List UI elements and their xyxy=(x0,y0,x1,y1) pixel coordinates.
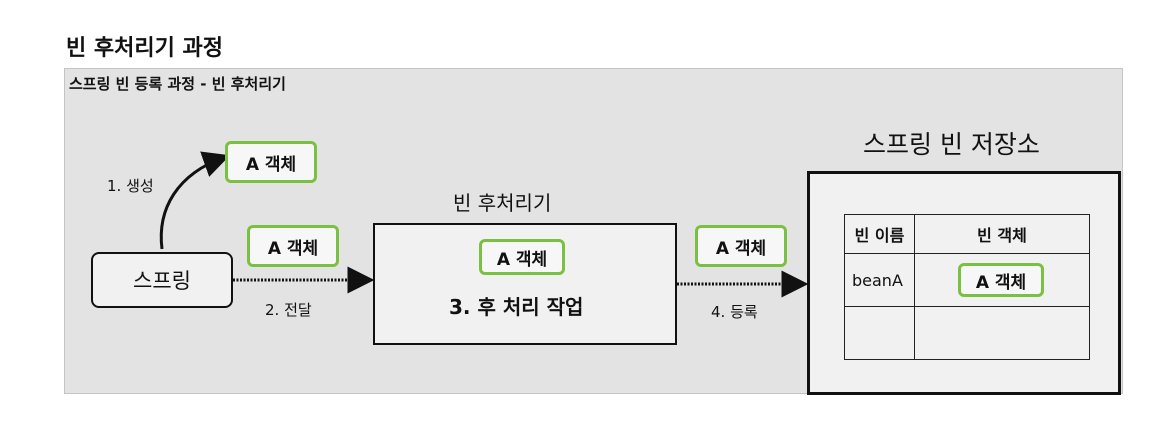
created-object-badge: A 객체 xyxy=(225,141,317,183)
diagram-panel: 스프링 빈 등록 과정 - 빈 후처리기 A 객체 1. 생성 스프링 A 객체… xyxy=(64,68,1123,395)
deliver-step-label: 2. 전달 xyxy=(265,301,312,319)
table-row: beanA A 객체 xyxy=(844,253,1090,307)
container-title: 스프링 빈 저장소 xyxy=(863,130,1040,159)
bean-object-cell: A 객체 xyxy=(914,253,1090,307)
panel-title: 스프링 빈 등록 과정 - 빈 후처리기 xyxy=(69,75,286,93)
bean-name-cell-empty xyxy=(844,306,915,360)
bean-object-cell-empty xyxy=(914,306,1090,360)
bean-table-header-row: 빈 이름 빈 객체 xyxy=(844,214,1090,254)
bean-name-cell: beanA xyxy=(844,253,915,307)
bean-container-box: 빈 이름 빈 객체 beanA A 객체 xyxy=(807,171,1121,395)
created-object-label: A 객체 xyxy=(245,154,297,175)
spring-label: 스프링 xyxy=(133,269,191,293)
page-title: 빈 후처리기 과정 xyxy=(66,36,223,61)
create-arrow xyxy=(159,151,231,250)
post-process-work-label: 3. 후 처리 작업 xyxy=(449,295,584,319)
column-header-bean-name: 빈 이름 xyxy=(844,214,915,254)
processor-object-label: A 객체 xyxy=(496,249,548,270)
registered-object-badge: A 객체 xyxy=(695,225,787,267)
delivered-object-badge: A 객체 xyxy=(247,225,339,267)
bean-table: 빈 이름 빈 객체 beanA A 객체 xyxy=(844,214,1090,360)
create-step-label: 1. 생성 xyxy=(107,177,154,195)
processor-object-badge: A 객체 xyxy=(479,239,565,275)
stored-object-badge: A 객체 xyxy=(958,263,1044,297)
processor-title: 빈 후처리기 xyxy=(453,191,552,215)
stored-object-label: A 객체 xyxy=(975,272,1027,293)
spring-box: 스프링 xyxy=(91,252,233,308)
registered-object-label: A 객체 xyxy=(715,238,767,259)
table-row xyxy=(844,306,1090,360)
post-processor-box: A 객체 3. 후 처리 작업 xyxy=(373,223,677,345)
delivered-object-label: A 객체 xyxy=(267,238,319,259)
column-header-bean-object: 빈 객체 xyxy=(914,214,1090,254)
flow-arrows xyxy=(159,151,809,298)
register-step-label: 4. 등록 xyxy=(711,303,758,321)
